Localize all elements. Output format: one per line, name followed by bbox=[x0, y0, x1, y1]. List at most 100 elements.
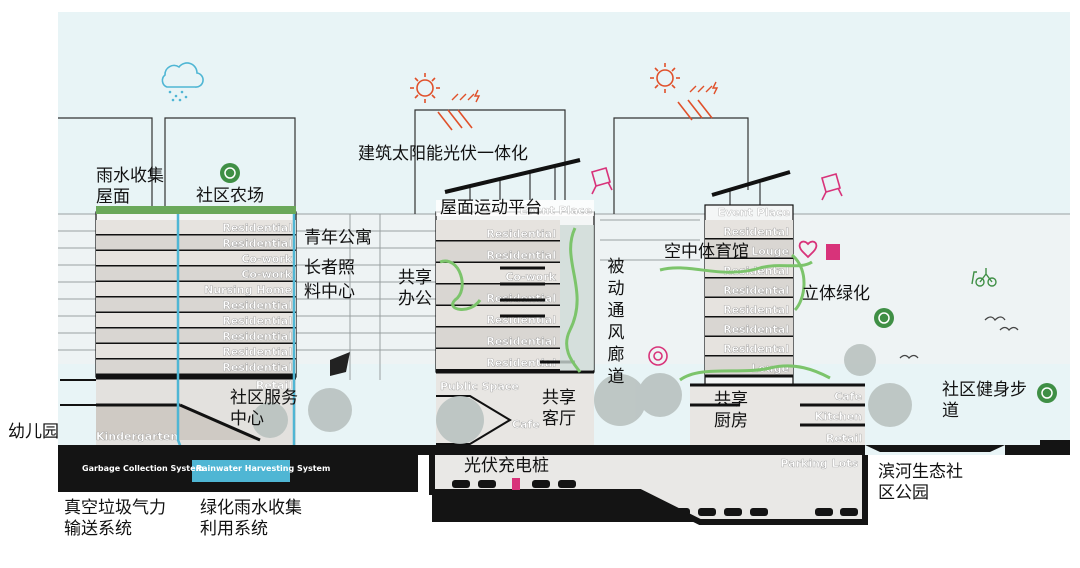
roof-frames bbox=[58, 109, 749, 214]
bird-icons bbox=[899, 316, 1019, 359]
solar-panels bbox=[444, 158, 791, 197]
rainwater-tank-label: Rainwater Harvesting System bbox=[196, 464, 330, 473]
b3-kitchen-label: Kitchen bbox=[815, 410, 862, 423]
b1-floor-band bbox=[96, 235, 296, 251]
b1-floor-label: Residential bbox=[222, 315, 292, 328]
trees bbox=[252, 344, 912, 444]
b2-floor-label: Residential bbox=[486, 228, 556, 241]
label-roof-sports: 屋面运动平台 bbox=[440, 198, 542, 218]
b2-cafe-label: Cafe bbox=[512, 418, 540, 431]
b1-kindergarten-label: Kindergarten bbox=[96, 430, 178, 443]
b1-floor-band bbox=[96, 313, 296, 329]
b3-floor-band bbox=[705, 298, 793, 318]
gym-icon bbox=[826, 244, 840, 260]
b1-retail-label: Retail bbox=[256, 379, 292, 392]
label-shared-living: 共享客厅 bbox=[542, 388, 576, 429]
b2-floor-label: Co-work bbox=[505, 271, 556, 284]
b2-floor-band bbox=[436, 306, 560, 328]
b2-floor-band bbox=[436, 220, 560, 242]
b1-floor-label: Residential bbox=[222, 222, 292, 235]
parking-ramp bbox=[432, 492, 700, 522]
community-badge-icon bbox=[1037, 383, 1057, 403]
community-badge-icon bbox=[220, 163, 240, 183]
b3-floor-band bbox=[705, 278, 793, 298]
b3-cafe-label: Cafe bbox=[834, 390, 862, 403]
label-fitness-path: 社区健身步道 bbox=[942, 380, 1027, 421]
b2-floor-band bbox=[436, 349, 560, 371]
b1-floor-band bbox=[96, 297, 296, 313]
building-1: ResidentialResidentialCo-workCo-workNurs… bbox=[60, 206, 297, 474]
b3-event-place-label: Event Place bbox=[718, 206, 790, 219]
building-1-floors: ResidentialResidentialCo-workCo-workNurs… bbox=[96, 220, 296, 377]
b1-floor-label: Residential bbox=[222, 361, 292, 374]
rain-cloud-icon bbox=[161, 62, 204, 102]
community-badge-icon bbox=[874, 308, 894, 328]
label-vertical-green: 立体绿化 bbox=[802, 284, 870, 304]
label-solar-pv: 建筑太阳能光伏一体化 bbox=[358, 144, 528, 164]
b1-floor-band bbox=[96, 344, 296, 360]
parked-cars bbox=[452, 480, 858, 516]
b1-floor-label: Residential bbox=[222, 346, 292, 359]
b3-floor-label: Residental bbox=[723, 265, 789, 278]
b1-floor-label: Residential bbox=[222, 237, 292, 250]
b3-floor-label: Residental bbox=[723, 226, 789, 239]
pv-charger bbox=[512, 478, 520, 490]
label-pv-charging: 光伏充电桩 bbox=[464, 456, 549, 476]
target-icon bbox=[648, 346, 668, 366]
parking-lots-label: Parking Lots bbox=[780, 457, 858, 470]
b2-public-space-label: Public Space bbox=[440, 380, 519, 393]
building-2-floors: ResidentialResidentialCo-workResidential… bbox=[436, 220, 560, 372]
label-community-farm: 社区农场 bbox=[196, 186, 264, 206]
label-shared-kitchen: 共享厨房 bbox=[714, 390, 748, 431]
heat-wave-icon bbox=[451, 81, 719, 103]
b1-floor-band bbox=[96, 220, 296, 236]
building-2: Event Place ResidentialResidentialCo-wor… bbox=[435, 200, 595, 452]
label-elder-center: 长者照料中心 bbox=[304, 258, 355, 302]
label-sky-gym: 空中体育馆 bbox=[664, 242, 749, 262]
checker-flag-icon bbox=[330, 352, 350, 376]
river-bank bbox=[865, 440, 1070, 452]
heart-icon bbox=[798, 240, 818, 259]
b1-floor-label: Residential bbox=[222, 330, 292, 343]
b2-event-place-label: Event Place bbox=[520, 204, 592, 217]
b1-floor-band bbox=[96, 266, 296, 282]
b1-floor-label: Nursing Home bbox=[204, 284, 292, 297]
sun-icon bbox=[410, 73, 473, 131]
garbage-system-label: Garbage Collection System bbox=[82, 464, 204, 473]
building-3-floors: ResidentalLougeResidentalResidentalResid… bbox=[705, 220, 793, 378]
b2-floor-label: Residential bbox=[486, 249, 556, 262]
b3-floor-label: Residental bbox=[723, 284, 789, 297]
b1-floor-band bbox=[96, 282, 296, 298]
b3-floor-label: Residental bbox=[723, 323, 789, 336]
label-rainwater-system: 绿化雨水收集利用系统 bbox=[200, 498, 302, 539]
b3-floor-label: Residental bbox=[723, 343, 789, 356]
chair-icon bbox=[591, 167, 843, 201]
b3-floor-label: Louge bbox=[751, 245, 789, 258]
label-ventilation: 被动通风廊道 bbox=[607, 257, 625, 387]
b1-floor-band bbox=[96, 359, 296, 375]
b2-floor-band bbox=[436, 327, 560, 349]
b1-floor-band bbox=[96, 251, 296, 267]
label-riverside-park: 滨河生态社区公园 bbox=[878, 462, 963, 503]
b3-floor-band bbox=[705, 317, 793, 337]
building-3: Event Place ResidentalLougeResidentalRes… bbox=[659, 204, 865, 452]
b2-floor-label: Residential bbox=[486, 335, 556, 348]
b1-floor-label: Residential bbox=[222, 299, 292, 312]
b3-floor-band bbox=[705, 239, 793, 259]
solar-panel-struts bbox=[469, 166, 761, 205]
b1-floor-label: Co-work bbox=[241, 268, 292, 281]
b3-floor-label: Residental bbox=[723, 304, 789, 317]
rainwater-tank bbox=[192, 460, 290, 482]
b3-retail-label: Retail bbox=[826, 432, 862, 445]
sun-icon bbox=[650, 63, 713, 121]
b2-floor-label: Residential bbox=[486, 357, 556, 370]
label-community-service: 社区服务中心 bbox=[230, 388, 298, 429]
label-vacuum-waste: 真空垃圾气力输送系统 bbox=[64, 498, 166, 539]
b1-floor-label: Co-work bbox=[241, 253, 292, 266]
label-kindergarten: 幼儿园 bbox=[8, 422, 59, 442]
b1-floor-band bbox=[96, 328, 296, 344]
label-rain-roof: 雨水收集屋面 bbox=[96, 166, 164, 207]
b3-floor-band bbox=[705, 220, 793, 240]
